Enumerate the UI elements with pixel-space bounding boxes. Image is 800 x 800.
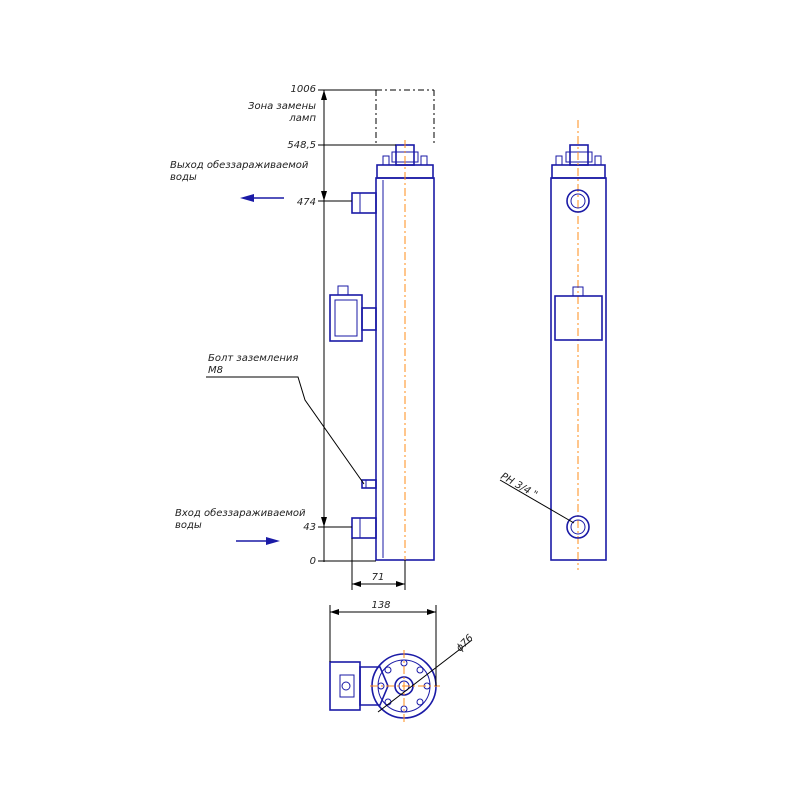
side-outlet-port-inner [570,193,586,209]
bolt-ne [416,666,424,674]
side-top-bolt-right [594,155,602,166]
label-diam-76: ϕ76 [454,633,475,654]
side-control-box-gland [572,286,584,297]
control-box-mount [361,307,377,331]
outlet-nozzle [351,192,377,214]
top-view: 138 ϕ76 [329,600,476,722]
front-view [329,89,435,568]
outlet-arrow-head [240,194,254,202]
label-43: 43 [303,522,316,533]
dim-138-arrow-right [427,609,436,615]
bolt-se [416,698,424,706]
flow-labels: Выход обеззараживаемой воды Вход обеззар… [170,159,365,545]
ground-bolt-label-1: Болт заземления [208,353,298,364]
dim-71-arrow-right [396,581,405,587]
height-arrow-top [321,90,327,100]
label-138: 138 [371,600,390,611]
top-bolt-left [382,155,390,166]
label-0: 0 [310,556,316,567]
label-548: 548,5 [287,140,316,151]
inlet-label-1: Вход обеззараживаемой [175,507,306,519]
side-inlet-port-inner [570,519,586,535]
side-top-bolt-left [555,155,563,166]
label-474: 474 [297,197,316,208]
side-top-nut [565,151,593,163]
front-dimensions: 1006 Зона замены ламп 548,5 474 43 0 71 [248,84,406,590]
control-box-gland [337,285,349,296]
outlet-label-2: воды [170,172,197,183]
label-71: 71 [372,572,385,583]
inlet-label-2: воды [175,520,202,531]
arrow-474 [321,191,327,201]
label-lamp-zone-2: ламп [288,113,316,124]
side-view: РН 3/4 " [499,120,607,570]
ground-bolt [361,479,377,489]
ground-bolt-leader [206,376,365,485]
dim-138-arrow-left [330,609,339,615]
ground-bolt-label-2: М8 [208,365,223,376]
label-1006: 1006 [291,84,316,95]
outlet-label-1: Выход обеззараживаемой [170,159,309,171]
top-view-bracket [359,666,389,706]
side-top-cap [569,144,589,166]
dim-76-line [377,639,473,713]
arrow-43 [321,517,327,527]
thread-label: РН 3/4 " [499,471,540,501]
side-inlet-port [566,515,590,539]
top-view-control-box [329,661,361,711]
side-outlet-port [566,189,590,213]
bolt-nw [384,666,392,674]
inlet-arrow-head [266,537,280,545]
top-bolt-right [420,155,428,166]
dim-71-arrow-left [352,581,361,587]
top-view-gland [339,674,355,698]
label-lamp-zone-1: Зона замены [248,101,316,112]
thread-leader [499,479,575,524]
inlet-nozzle [351,517,377,539]
top-view-gland-hole [341,681,351,691]
control-box-inner [334,299,358,337]
